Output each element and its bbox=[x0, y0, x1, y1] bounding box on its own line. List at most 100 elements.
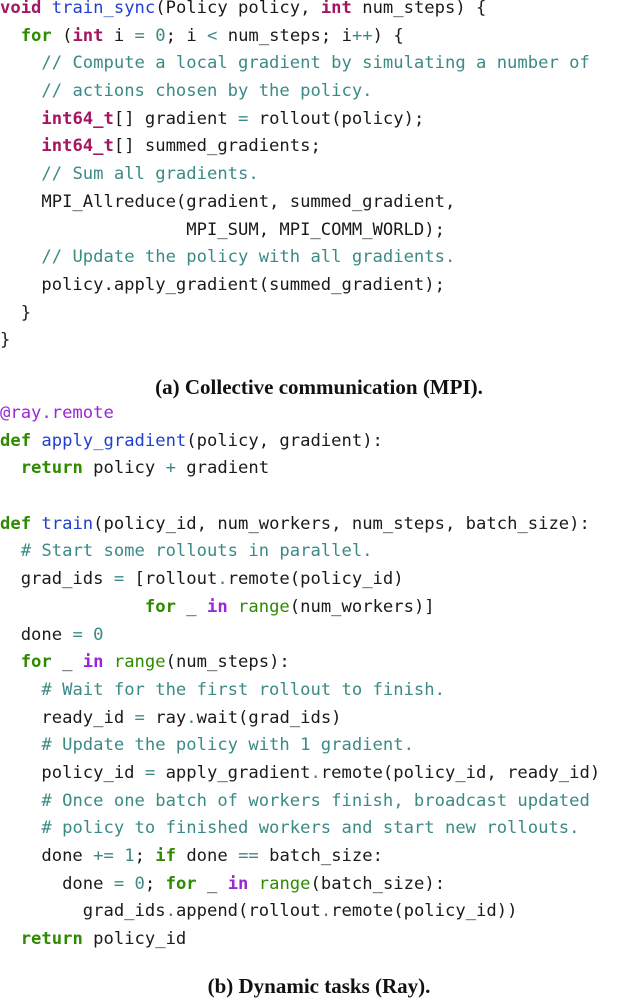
code-token: 0 bbox=[155, 25, 166, 46]
code-token: if bbox=[155, 846, 176, 866]
code-line: policy.apply_gradient(summed_gradient); bbox=[0, 272, 590, 300]
code-token: def bbox=[0, 513, 32, 534]
code-token: int64_t bbox=[41, 136, 114, 157]
code-line: // Compute a local gradient by simulatin… bbox=[0, 50, 589, 78]
code-token: _ bbox=[196, 873, 228, 894]
code-token: (batch_size): bbox=[310, 873, 446, 894]
code-token: ; i bbox=[165, 25, 208, 46]
code-token bbox=[104, 652, 114, 672]
code-token: apply_gradient bbox=[155, 762, 311, 783]
code-token: ( bbox=[51, 25, 73, 46]
code-line bbox=[0, 483, 600, 511]
code-token: . bbox=[165, 901, 176, 922]
code-line: # policy to finished workers and start n… bbox=[0, 815, 600, 843]
code-token: gradient bbox=[175, 458, 270, 479]
code-token: (policy, gradient): bbox=[186, 430, 383, 451]
code-token: // actions chosen by the policy. bbox=[41, 81, 373, 102]
code-token: ; bbox=[134, 846, 156, 866]
code-token: wait(grad_ids) bbox=[196, 707, 342, 728]
code-line: return policy_id bbox=[0, 926, 600, 954]
code-token: # Wait for the first rollout to finish. bbox=[41, 679, 445, 700]
code-token: remote(policy_id)) bbox=[331, 901, 518, 922]
code-token: [rollout bbox=[124, 569, 218, 590]
code-token: in bbox=[227, 873, 249, 894]
code-block-mpi: void train_sync(Policy policy, int num_s… bbox=[0, 0, 590, 355]
code-token: range bbox=[113, 652, 166, 673]
code-line: MPI_SUM, MPI_COMM_WORLD); bbox=[0, 217, 590, 245]
code-token: = bbox=[72, 624, 83, 645]
code-token bbox=[0, 652, 21, 672]
caption-collective-communication: (a) Collective communication (MPI). bbox=[155, 375, 483, 399]
code-token: += bbox=[93, 846, 114, 866]
code-token: policy.apply_gradient(summed_gradient); bbox=[0, 274, 445, 295]
code-token: in bbox=[206, 596, 228, 617]
code-token bbox=[0, 597, 145, 617]
code-token: @ray.remote bbox=[0, 403, 114, 423]
code-token: for bbox=[20, 652, 52, 673]
code-token bbox=[145, 26, 155, 46]
code-token bbox=[0, 735, 41, 755]
code-token: for bbox=[144, 596, 176, 617]
code-line: void train_sync(Policy policy, int num_s… bbox=[0, 0, 590, 23]
code-token: policy bbox=[82, 458, 166, 479]
code-line: MPI_Allreduce(gradient, summed_gradient, bbox=[0, 189, 590, 217]
code-token: MPI_Allreduce(gradient, summed_gradient, bbox=[0, 191, 456, 212]
code-token: . bbox=[186, 707, 197, 728]
code-token: policy_id bbox=[0, 762, 145, 783]
code-token bbox=[0, 458, 21, 478]
code-line: policy_id = apply_gradient.remote(policy… bbox=[0, 760, 600, 788]
code-token bbox=[0, 26, 21, 46]
code-token: = bbox=[134, 25, 145, 46]
code-token: = bbox=[238, 108, 249, 129]
code-token bbox=[0, 486, 10, 506]
code-token bbox=[0, 136, 41, 156]
code-token: range bbox=[258, 873, 311, 894]
code-line: int64_t[] summed_gradients; bbox=[0, 133, 590, 161]
code-token: remote(policy_id, ready_id) bbox=[320, 762, 601, 783]
code-line: grad_ids = [rollout.remote(policy_id) bbox=[0, 566, 600, 594]
code-token: # Update the policy with 1 gradient. bbox=[41, 735, 414, 756]
code-token bbox=[0, 247, 41, 267]
code-line: ready_id = ray.wait(grad_ids) bbox=[0, 705, 600, 733]
code-token: apply_gradient bbox=[41, 430, 187, 451]
caption-dynamic-tasks: (b) Dynamic tasks (Ray). bbox=[207, 974, 431, 998]
code-line: for _ in range(num_steps): bbox=[0, 649, 600, 677]
code-token bbox=[0, 680, 41, 700]
code-line: for (int i = 0; i < num_steps; i++) { bbox=[0, 23, 590, 51]
code-token: 1 bbox=[124, 846, 135, 866]
code-token: [] summed_gradients; bbox=[113, 136, 321, 157]
code-token: # policy to finished workers and start n… bbox=[41, 818, 580, 839]
code-token: int64_t bbox=[41, 108, 114, 129]
code-token: rollout(policy); bbox=[248, 108, 425, 129]
code-line: # Update the policy with 1 gradient. bbox=[0, 732, 600, 760]
code-token: (num_steps): bbox=[165, 652, 290, 673]
code-token: done bbox=[0, 624, 73, 645]
code-token: } bbox=[0, 330, 11, 351]
code-token: int bbox=[72, 25, 104, 46]
code-token bbox=[31, 431, 41, 451]
code-token bbox=[0, 164, 41, 184]
code-token bbox=[0, 791, 41, 811]
code-token: + bbox=[165, 458, 176, 479]
code-token bbox=[0, 53, 41, 73]
code-token: grad_ids bbox=[0, 569, 114, 590]
code-line: int64_t[] gradient = rollout(policy); bbox=[0, 106, 590, 134]
code-token: num_steps; i bbox=[217, 25, 352, 46]
code-token: _ bbox=[51, 652, 83, 673]
code-token: train_sync bbox=[51, 0, 156, 18]
code-token: = bbox=[134, 707, 145, 728]
code-token: (num_workers)] bbox=[289, 596, 435, 617]
code-token: = bbox=[113, 569, 125, 590]
code-line: } bbox=[0, 300, 590, 328]
code-token: void bbox=[0, 0, 42, 18]
code-token: // Update the policy with all gradients. bbox=[41, 247, 456, 268]
code-line: # Start some rollouts in parallel. bbox=[0, 538, 600, 566]
code-line: done = 0 bbox=[0, 622, 600, 650]
code-token: 0 bbox=[93, 624, 104, 645]
code-token: ++ bbox=[351, 25, 373, 46]
code-token: done bbox=[0, 873, 114, 894]
code-token bbox=[0, 109, 41, 129]
code-token bbox=[41, 0, 51, 18]
